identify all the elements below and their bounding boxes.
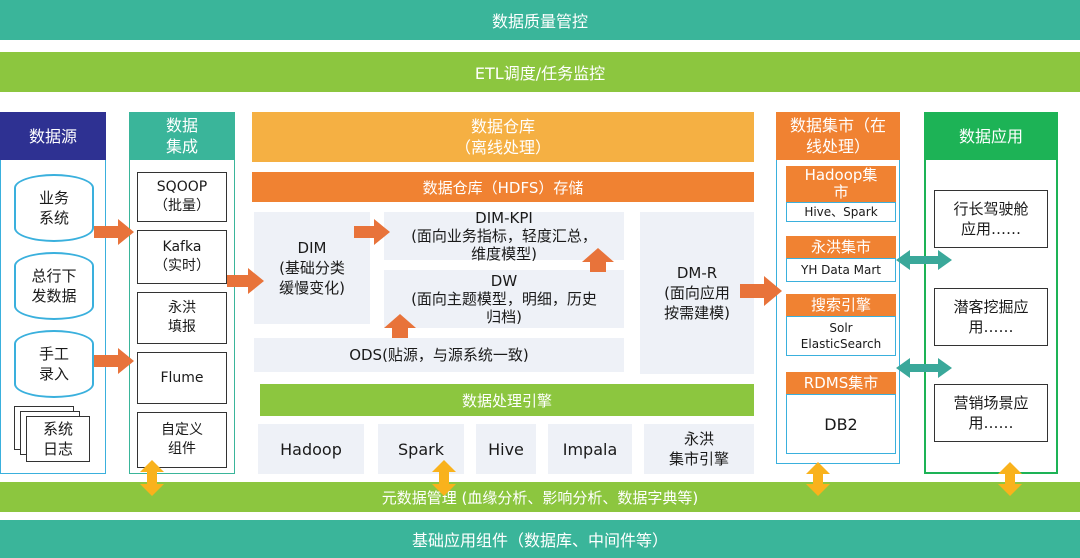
vertical-double-arrow-icon <box>432 460 456 496</box>
cylinder-business-system: 业务 系统 <box>14 174 94 242</box>
integration-item-label: Flume <box>160 369 204 386</box>
integration-header: 数据 集成 <box>129 112 235 160</box>
cylinder-head-office-data: 总行下 发数据 <box>14 252 94 320</box>
warehouse-header: 数据仓库 （离线处理） <box>252 112 754 162</box>
cylinder-label: 总行下 发数据 <box>31 267 77 305</box>
cylinder-manual-entry: 手工 录入 <box>14 330 94 398</box>
search-engine-body-label: Solr ElasticSearch <box>800 321 882 351</box>
warehouse-storage-bar: 数据仓库（HDFS）存储 <box>252 172 754 202</box>
engine-label: Impala <box>562 439 618 459</box>
integration-item-label: 自定义 组件 <box>161 422 203 457</box>
base-components-bar: 基础应用组件（数据库、中间件等） <box>0 520 1080 558</box>
data-quality-bar: 数据质量管控 <box>0 0 1080 40</box>
app-president-cockpit: 行长驾驶舱 应用…… <box>934 190 1048 248</box>
app-label: 营销场景应 用…… <box>953 394 1029 432</box>
double-arrow-icon <box>896 358 952 378</box>
dim-box: DIM (基础分类 缓慢变化) <box>254 212 370 324</box>
ods-label: ODS(贴源，与源系统一致) <box>349 346 529 364</box>
engine-impala: Impala <box>548 424 632 474</box>
vertical-double-arrow-icon <box>806 462 830 496</box>
etl-bar: ETL调度/任务监控 <box>0 52 1080 92</box>
cylinder-label: 手工 录入 <box>38 345 69 383</box>
engine-label: Spark <box>398 439 444 459</box>
data-mart-header: 数据集市（在 线处理） <box>776 112 900 160</box>
dim-kpi-label: DIM-KPI (面向业务指标，轻度汇总， 维度模型) <box>411 209 597 263</box>
arrow-right-icon <box>740 276 782 306</box>
engine-yonghong-mart: 永洪 集市引擎 <box>644 424 754 474</box>
search-engine-body: Solr ElasticSearch <box>786 316 896 356</box>
yonghong-mart-header: 永洪集市 <box>786 236 896 258</box>
app-customer-mining: 潜客挖掘应 用…… <box>934 288 1048 346</box>
search-engine-header: 搜索引擎 <box>786 294 896 316</box>
integration-yonghong-fill: 永洪 填报 <box>137 292 227 344</box>
processing-engine-bar: 数据处理引擎 <box>260 384 754 416</box>
dm-r-label: DM-R (面向应用 按需建模) <box>664 264 730 322</box>
data-source-header: 数据源 <box>0 112 106 160</box>
integration-custom: 自定义 组件 <box>137 412 227 468</box>
dm-r-box: DM-R (面向应用 按需建模) <box>640 212 754 374</box>
double-arrow-icon <box>896 250 952 270</box>
engine-label: 永洪 集市引擎 <box>668 430 729 468</box>
app-label: 潜客挖掘应 用…… <box>953 298 1029 336</box>
engine-spark: Spark <box>378 424 464 474</box>
dim-label: DIM (基础分类 缓慢变化) <box>279 239 345 297</box>
rdms-mart-header: RDMS集市 <box>786 372 896 394</box>
yonghong-mart-body: YH Data Mart <box>786 258 896 282</box>
integration-item-label: Kafka （实时） <box>154 239 210 274</box>
engine-hadoop: Hadoop <box>258 424 364 474</box>
data-app-header: 数据应用 <box>924 112 1058 160</box>
engine-label: Hive <box>488 439 524 459</box>
integration-flume: Flume <box>137 352 227 404</box>
arrow-up-icon <box>582 248 614 272</box>
integration-item-label: SQOOP （批量） <box>154 179 210 214</box>
rdms-mart-body: DB2 <box>786 394 896 454</box>
integration-kafka: Kafka （实时） <box>137 230 227 284</box>
vertical-double-arrow-icon <box>998 462 1022 496</box>
arrow-right-icon <box>94 348 134 374</box>
vertical-double-arrow-icon <box>140 460 164 496</box>
arrow-right-icon <box>94 219 134 245</box>
hadoop-mart-body: Hive、Spark <box>786 202 896 222</box>
engine-label: Hadoop <box>280 439 342 459</box>
integration-sqoop: SQOOP （批量） <box>137 172 227 222</box>
arrow-up-icon <box>384 314 416 338</box>
integration-item-label: 永洪 填报 <box>168 300 196 335</box>
system-log-doc: 系统 日志 <box>26 416 90 462</box>
ods-box: ODS(贴源，与源系统一致) <box>254 338 624 372</box>
metadata-management-bar: 元数据管理 (血缘分析、影响分析、数据字典等) <box>0 482 1080 512</box>
app-label: 行长驾驶舱 应用…… <box>953 200 1029 238</box>
arrow-right-icon <box>227 268 264 294</box>
dim-kpi-box: DIM-KPI (面向业务指标，轻度汇总， 维度模型) <box>384 209 624 263</box>
cylinder-label: 业务 系统 <box>38 189 69 227</box>
dw-label: DW (面向主题模型，明细，历史 归档) <box>411 272 597 326</box>
app-marketing-scene: 营销场景应 用…… <box>934 384 1048 442</box>
system-log-label: 系统 日志 <box>42 420 73 458</box>
arrow-right-icon <box>354 219 390 245</box>
hadoop-mart-header: Hadoop集 市 <box>786 166 896 202</box>
engine-hive: Hive <box>476 424 536 474</box>
dw-box: DW (面向主题模型，明细，历史 归档) <box>384 270 624 328</box>
